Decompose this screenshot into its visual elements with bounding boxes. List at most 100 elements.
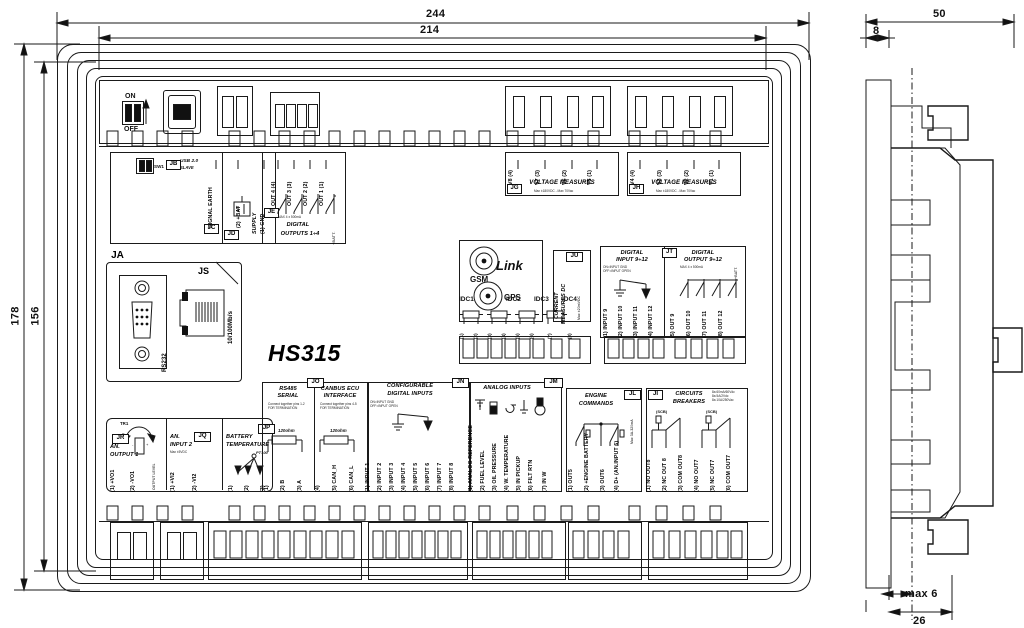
sw1-switch-pole-1[interactable] xyxy=(139,160,145,172)
dim-width-244: 244 xyxy=(426,8,446,20)
top-terminal-block-b[interactable] xyxy=(270,92,320,136)
current-shunt-symbols xyxy=(459,310,567,324)
jt-terminal-block[interactable] xyxy=(604,336,746,364)
top-terminal-block-a[interactable] xyxy=(217,86,253,136)
dip-on-label: ON xyxy=(125,93,136,100)
bottom-connector-6-pins[interactable] xyxy=(572,530,641,561)
rs232-db9-shell xyxy=(131,280,153,362)
jm-pin-1: (1) ANALOG REFERENCE xyxy=(468,425,474,492)
jo-pin-4: (4) xyxy=(315,485,321,492)
jl-tag: JL xyxy=(624,390,641,400)
jg-pin-4: V8 (4) xyxy=(508,169,514,185)
enclosure-outer-shell xyxy=(57,44,811,592)
jq-tag: JQ xyxy=(194,432,211,442)
dim-side-50: 50 xyxy=(933,8,946,20)
sw1-switch-body[interactable] xyxy=(136,158,154,174)
ji-relay-contacts xyxy=(651,415,731,448)
jp-title: BATTERY xyxy=(226,434,253,440)
jt-pin-1: (1) INPUT 9 xyxy=(603,308,609,338)
jt-input-note2: OFF=INPUT OPEN xyxy=(603,269,631,273)
jp-subtitle: TEMPERATURE xyxy=(226,442,270,448)
bottom-connector-7[interactable] xyxy=(648,522,748,580)
jr-title: AN. xyxy=(110,444,120,450)
jc-tag: JC xyxy=(204,224,219,234)
terminal-pin[interactable] xyxy=(567,96,579,128)
bottom-connector-1[interactable] xyxy=(110,522,154,580)
dip-switch-body[interactable] xyxy=(122,101,144,125)
gsm-label: GSM xyxy=(470,275,489,284)
ju-terminal-block[interactable] xyxy=(459,336,591,364)
terminal-pin[interactable] xyxy=(635,96,647,128)
gsm-antenna-connector[interactable] xyxy=(468,245,500,277)
bottom-connector-4[interactable] xyxy=(368,522,468,580)
bottom-left-group xyxy=(106,418,273,492)
jt-block xyxy=(600,246,746,338)
terminal-pin[interactable] xyxy=(167,532,181,560)
terminal-pin[interactable] xyxy=(133,532,147,560)
bottom-connector-5-pins[interactable] xyxy=(476,530,565,561)
bottom-connector-4-pins[interactable] xyxy=(372,530,467,561)
jt-terminal-pins[interactable] xyxy=(607,338,744,361)
jt-output-spec: MAX 4 x 500mA xyxy=(680,265,704,269)
svg-text:-: - xyxy=(132,442,134,447)
jr-tag: JR xyxy=(112,434,129,444)
terminal-pin[interactable] xyxy=(236,96,248,128)
jm-pin-4: (4) W. TEMPERATURE xyxy=(504,434,510,492)
jb-subtitle: SLAVE xyxy=(180,165,194,170)
jh-pin-2: V2 (2) xyxy=(684,169,690,185)
bottom-connector-7-pins[interactable] xyxy=(652,530,747,561)
jq-subtitle: INPUT 2 xyxy=(170,442,193,448)
terminal-pin[interactable] xyxy=(222,96,234,128)
bottom-connector-6[interactable] xyxy=(568,522,642,580)
ji-subtitle: BREAKERS xyxy=(672,399,706,405)
bottom-connector-2[interactable] xyxy=(160,522,204,580)
dip-switch-2[interactable] xyxy=(134,104,141,122)
terminal-pin[interactable] xyxy=(308,104,318,128)
rs232-db9-frame[interactable] xyxy=(119,275,167,369)
jl-subtitle: COMMANDS xyxy=(578,401,614,407)
jo-can-note: Connect together pins 4-5 FOR TERMINATIO… xyxy=(320,402,357,410)
terminal-pin[interactable] xyxy=(183,532,197,560)
jt-pin-7: (7) OUT 11 xyxy=(702,310,708,338)
terminal-pin[interactable] xyxy=(117,532,131,560)
jr-jq-divider xyxy=(166,418,167,490)
rj45-ethernet-jack[interactable] xyxy=(178,288,232,342)
sw1-switch-pole-2[interactable] xyxy=(146,160,152,172)
ji-spec-1: 8a 60mA/60Vdc xyxy=(712,390,735,394)
ji-spec-3: 8a 10A/250Vac xyxy=(712,398,734,402)
dip-switch-1[interactable] xyxy=(125,104,132,122)
gps-antenna-connector[interactable] xyxy=(472,280,504,312)
terminal-pin[interactable] xyxy=(286,104,296,128)
jp-sensor-label: PT100 xyxy=(256,450,268,455)
terminal-pin[interactable] xyxy=(714,96,726,128)
dim-side-8: 8 xyxy=(873,25,880,37)
terminal-pin[interactable] xyxy=(513,96,525,128)
top-terminal-block-jg[interactable] xyxy=(505,86,611,136)
jl-pin-3: (3) OUT6 xyxy=(600,469,606,492)
jt-output-switch-symbols xyxy=(679,279,738,298)
bottom-connector-3[interactable] xyxy=(208,522,362,580)
bottom-connector-3-pins[interactable] xyxy=(213,530,360,561)
top-terminal-block-jh[interactable] xyxy=(627,86,733,136)
jt-pin-4: (4) INPUT 12 xyxy=(648,305,654,338)
svg-text:+: + xyxy=(146,442,149,447)
product-title: HS315 xyxy=(268,340,341,366)
jp-tag: JP xyxy=(258,424,275,434)
ji-spec-2: 8a 5A/2Vdc xyxy=(712,394,729,398)
terminal-pin[interactable] xyxy=(540,96,552,128)
terminal-pin[interactable] xyxy=(275,104,285,128)
terminal-pin[interactable] xyxy=(689,96,701,128)
terminal-pin[interactable] xyxy=(662,96,674,128)
bottom-connector-5[interactable] xyxy=(472,522,566,580)
enclosure-shell-2 xyxy=(67,52,801,584)
terminal-pin[interactable] xyxy=(592,96,604,128)
jn-pin-6: (6) INPUT 6 xyxy=(425,462,431,492)
jn-pin-7: (7) INPUT 7 xyxy=(437,462,443,492)
dip-off-label: OFF xyxy=(124,126,138,133)
terminal-pin[interactable] xyxy=(297,104,307,128)
usb-connector-core xyxy=(173,104,191,120)
je-pin-3: OUT 3 (3) xyxy=(287,181,293,206)
side-view-profile xyxy=(865,68,1023,620)
ju-terminal-pins[interactable] xyxy=(462,338,589,361)
jc-signal-earth-label: SIGNAL EARTH xyxy=(208,187,214,228)
